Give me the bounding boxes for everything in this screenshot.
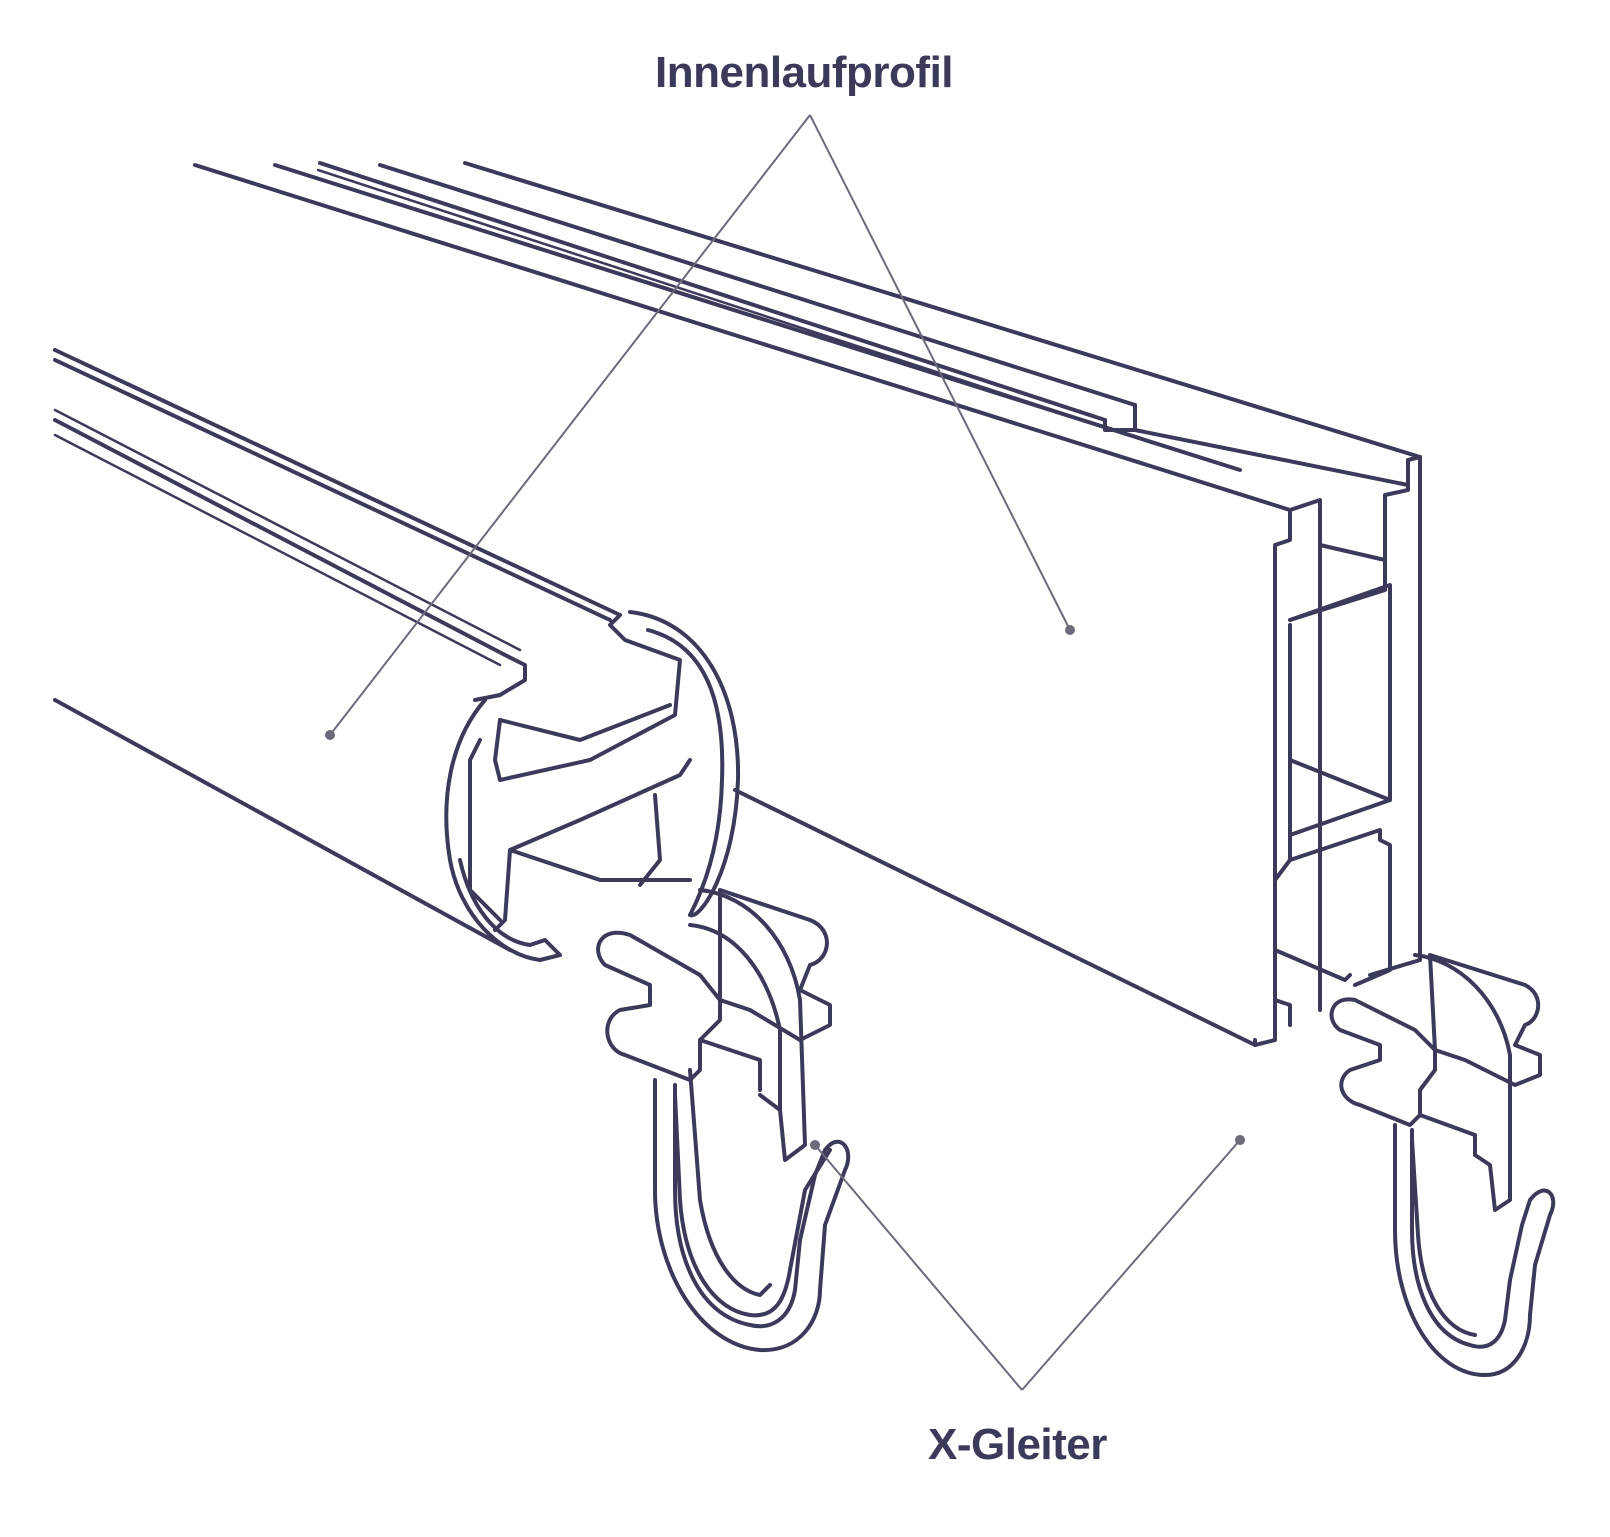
profile-callout-dot-right <box>1065 625 1075 635</box>
x-glider-front <box>596 888 851 1353</box>
glider-label: X-Gleiter <box>928 1420 1107 1469</box>
profile-callout-dot-left <box>325 730 335 740</box>
profile-label: Innenlaufprofil <box>655 48 954 97</box>
glider-callout-dot-left <box>810 1140 820 1150</box>
leader-lines-glider <box>810 1135 1245 1391</box>
x-glider-back <box>1329 953 1556 1377</box>
flat-rail-profile <box>193 161 1422 1047</box>
round-rail-profile <box>53 348 741 962</box>
leader-lines-profile <box>325 114 1075 740</box>
glider-callout-dot-right <box>1235 1135 1245 1145</box>
